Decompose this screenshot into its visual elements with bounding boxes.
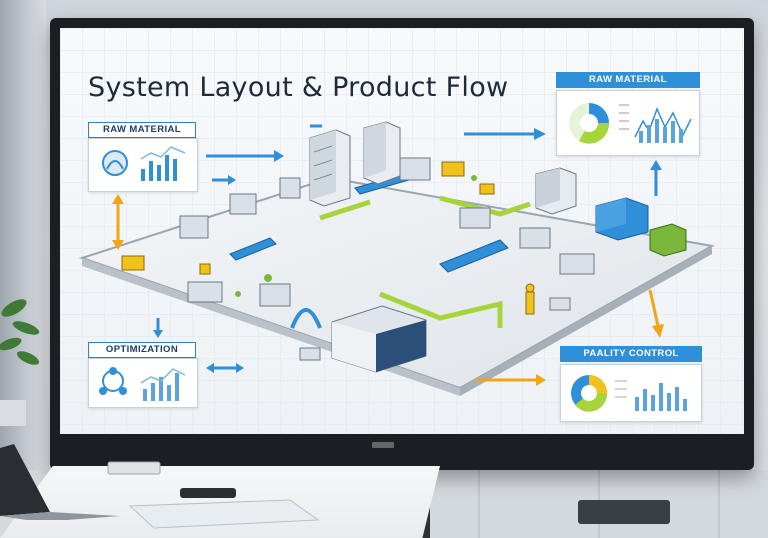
green-machine-right xyxy=(650,224,686,256)
desk-items xyxy=(90,456,390,536)
blue-machine-right xyxy=(596,198,648,240)
document-sheet xyxy=(130,500,318,528)
tower-building-2 xyxy=(364,122,400,184)
display-screen: System Layout & Product Flow RAW MATERIA… xyxy=(60,28,744,434)
tower-building xyxy=(310,130,350,206)
factory-floor-illustration xyxy=(60,28,744,434)
plant xyxy=(0,278,50,428)
tank-building-right xyxy=(536,168,576,214)
papers xyxy=(108,462,160,474)
monitor-logo xyxy=(372,442,394,448)
smartphone xyxy=(180,488,236,498)
wall-outlet xyxy=(578,500,670,524)
